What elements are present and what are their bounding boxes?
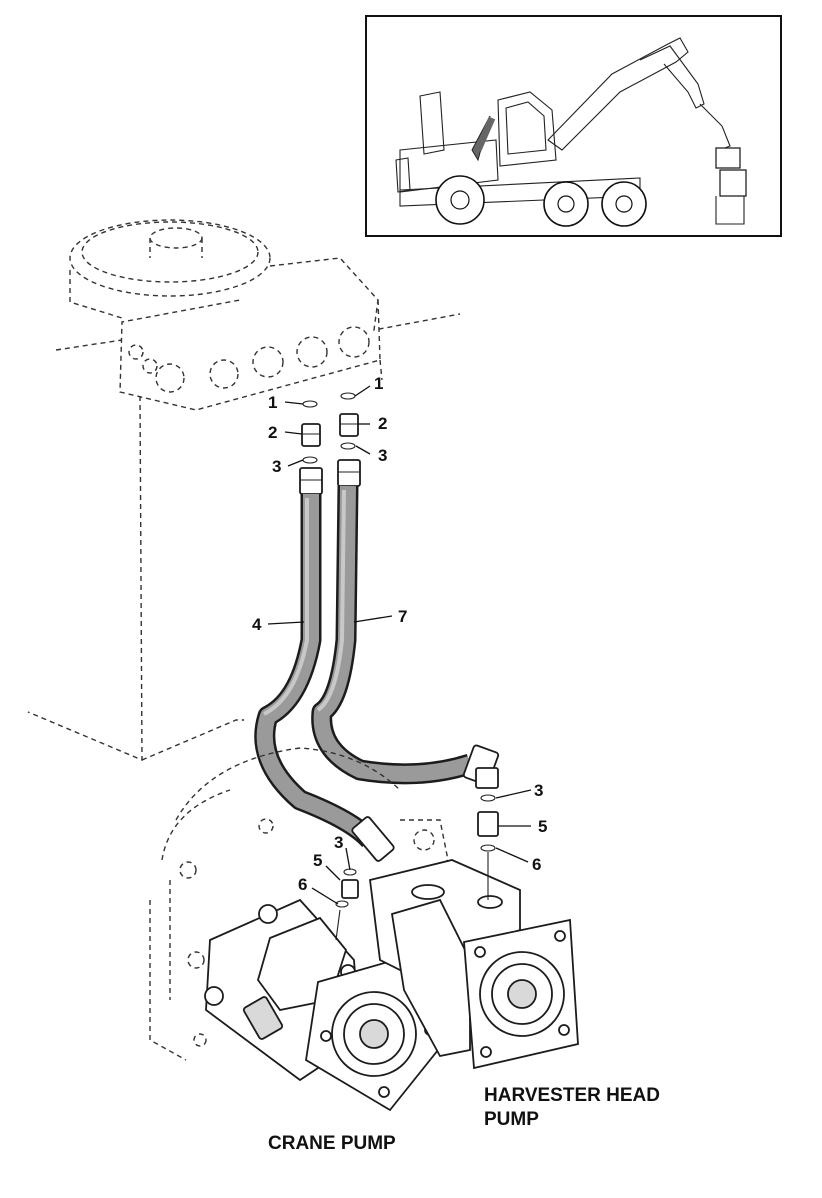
hydraulic-hose-4	[254, 494, 378, 848]
harvester-head-pump-caption-line1: HARVESTER HEAD	[484, 1085, 660, 1106]
callout-1-right: 1	[374, 374, 383, 393]
harvester-machine-inset	[365, 15, 782, 237]
engine-housing	[149, 747, 449, 1061]
callout-2-right: 2	[378, 414, 387, 433]
callout-6-head-pump: 6	[532, 855, 541, 874]
callout-5-crane-pump: 5	[313, 851, 322, 870]
callout-1-left: 1	[268, 393, 277, 412]
tank-fittings	[299, 392, 361, 495]
callout-3-right: 3	[378, 446, 387, 465]
callout-4: 4	[252, 615, 262, 634]
crane-pump	[204, 868, 447, 1112]
callout-7: 7	[398, 607, 407, 626]
crane-pump-caption: CRANE PUMP	[268, 1133, 396, 1154]
callout-5-head-pump: 5	[538, 817, 547, 836]
callout-2-left: 2	[268, 423, 277, 442]
callout-3-crane-pump: 3	[334, 833, 343, 852]
callout-leaders	[267, 385, 532, 905]
harvester-head-pump	[369, 794, 579, 1070]
hydraulic-tank	[27, 219, 461, 762]
callout-6-crane-pump: 6	[298, 875, 307, 894]
callout-3-left: 3	[272, 457, 281, 476]
harvester-head-pump-caption: HARVESTER HEAD PUMP	[484, 1084, 660, 1132]
harvester-head-pump-caption-line2: PUMP	[484, 1109, 539, 1130]
hydraulic-hose-7	[311, 485, 474, 785]
callout-3-head-pump: 3	[534, 781, 543, 800]
hose-end-fittings	[351, 744, 500, 862]
